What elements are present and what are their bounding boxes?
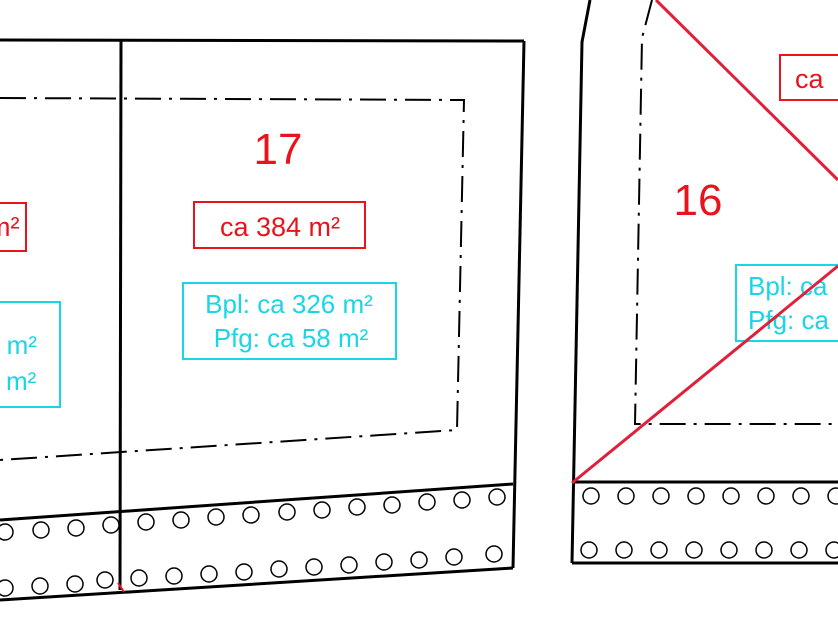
tree-symbol xyxy=(348,498,366,516)
plot-group-right: ca 16 Bpl: ca Pfg: ca xyxy=(570,0,838,565)
tree-symbol xyxy=(410,551,428,569)
tree-symbol xyxy=(825,541,838,559)
tree-symbol xyxy=(67,519,85,537)
tree-symbol xyxy=(137,513,155,531)
area-box-16 xyxy=(779,54,838,101)
tree-symbol xyxy=(313,501,331,519)
tree-symbol xyxy=(757,487,775,505)
parking-17: Pfg: ca 58 m² xyxy=(214,323,369,353)
tree-symbol xyxy=(96,571,114,589)
ground-area-left: 7 m² xyxy=(0,330,37,360)
area-label-16: ca xyxy=(795,64,825,94)
marker-tick xyxy=(117,582,125,593)
tree-symbol xyxy=(305,558,323,576)
tree-symbol xyxy=(200,565,218,583)
tree-symbol xyxy=(652,487,670,505)
tree-strip-edge xyxy=(0,482,514,522)
plot-group-left: m² 7 m² m² 17 ca 384 m² Bpl: ca 326 m² P… xyxy=(0,38,526,602)
ground-area-16: Bpl: ca xyxy=(748,271,828,301)
tree-symbol xyxy=(340,556,358,574)
plot-boundary-bottom xyxy=(0,566,514,602)
tree-symbol xyxy=(278,503,296,521)
building-limit-16 xyxy=(633,0,838,425)
tree-symbol xyxy=(383,496,401,514)
plot-divider-17 xyxy=(118,39,123,591)
diagonal-line-1 xyxy=(654,0,838,182)
tree-symbol xyxy=(792,487,810,505)
plot-boundary-right xyxy=(511,40,526,569)
tree-symbol xyxy=(0,523,14,541)
diagonal-line-2 xyxy=(571,264,838,485)
tree-symbol xyxy=(130,569,148,587)
tree-symbol xyxy=(722,487,740,505)
tree-symbol xyxy=(827,487,838,505)
tree-symbol xyxy=(375,553,393,571)
tree-symbol xyxy=(755,541,773,559)
tree-symbol xyxy=(582,487,600,505)
tree-symbol xyxy=(102,516,120,534)
tree-row-upper-right xyxy=(582,487,838,505)
area-label-17: ca 384 m² xyxy=(220,212,340,242)
tree-row-lower-right xyxy=(580,541,838,559)
tree-symbol xyxy=(580,541,598,559)
tree-symbol xyxy=(172,511,190,529)
tree-symbol xyxy=(165,567,183,585)
lot-number-17: 17 xyxy=(254,125,303,174)
tree-symbol xyxy=(270,560,288,578)
tree-symbol xyxy=(720,541,738,559)
lot-number-16: 16 xyxy=(674,176,723,225)
tree-symbol xyxy=(790,541,808,559)
tree-symbol xyxy=(485,545,503,563)
tree-symbol xyxy=(31,577,49,595)
tree-symbol xyxy=(207,508,225,526)
tree-symbol xyxy=(615,541,633,559)
tree-symbol xyxy=(445,548,463,566)
area-label-left: m² xyxy=(0,212,19,242)
tree-symbol xyxy=(418,493,436,511)
info-box-16 xyxy=(735,264,838,342)
tree-symbol xyxy=(235,563,253,581)
tree-symbol xyxy=(617,487,635,505)
tree-symbol xyxy=(488,488,506,506)
info-box-17 xyxy=(182,282,397,360)
tree-symbol xyxy=(650,541,668,559)
area-box-17 xyxy=(193,201,366,249)
tree-symbol xyxy=(453,491,471,509)
plot-boundary-top xyxy=(0,38,525,43)
tree-symbol xyxy=(687,487,705,505)
tree-symbol xyxy=(66,575,84,593)
info-box-left xyxy=(0,301,61,408)
tree-row-upper-left xyxy=(0,488,506,541)
tree-symbol xyxy=(685,541,703,559)
area-box-left xyxy=(0,202,27,252)
tree-symbol xyxy=(0,579,14,597)
parking-left: m² xyxy=(6,366,37,396)
ground-area-17: Bpl: ca 326 m² xyxy=(205,289,373,319)
tree-row-lower-left xyxy=(0,545,503,597)
plot-boundary-16 xyxy=(570,0,592,564)
tree-symbol xyxy=(242,506,260,524)
tree-symbol xyxy=(32,521,50,539)
building-limit-17 xyxy=(0,97,466,461)
